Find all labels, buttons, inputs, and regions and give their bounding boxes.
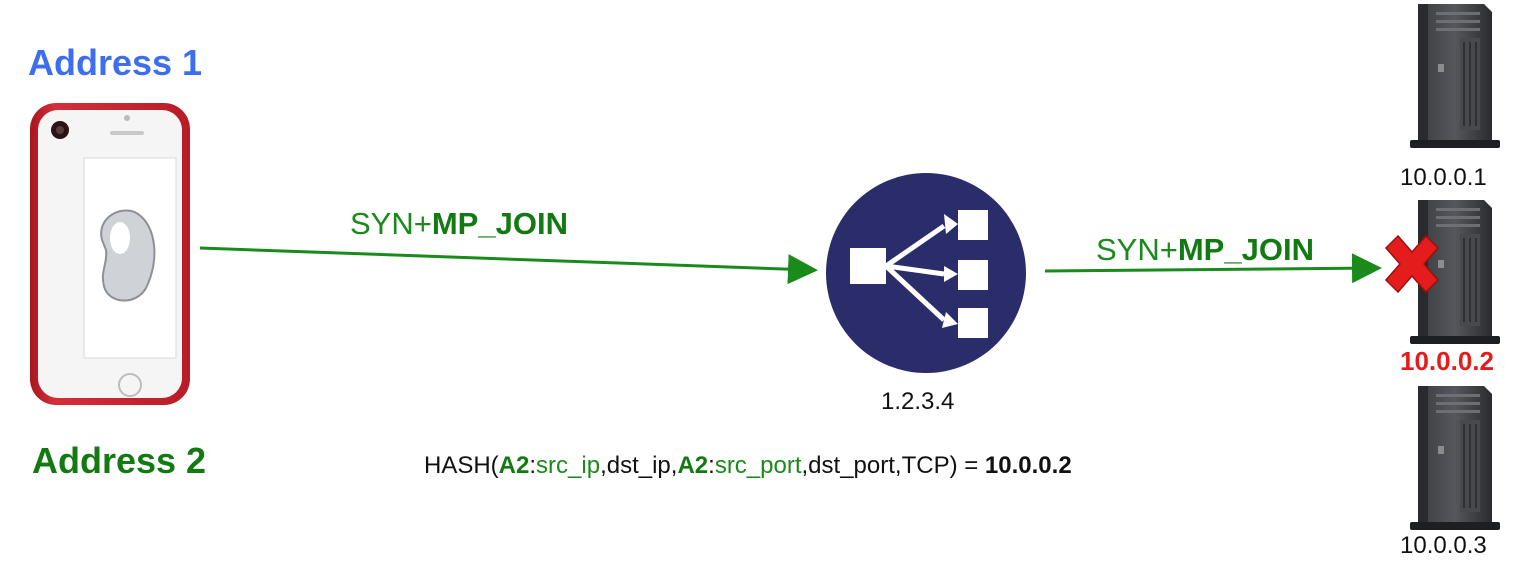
load-balancer-icon xyxy=(826,173,1026,373)
server-tower-icon xyxy=(1409,385,1501,531)
hash-formula: HASH(A2:src_ip,dst_ip,A2:src_port,dst_po… xyxy=(424,452,1072,479)
arrow-client-to-lb xyxy=(199,246,818,285)
load-balancer-ip: 1.2.3.4 xyxy=(881,388,955,415)
server-3-ip: 10.0.0.3 xyxy=(1400,532,1487,559)
message-client-to-lb: SYN+MP_JOIN xyxy=(350,206,568,241)
arrow-lb-to-server xyxy=(1044,253,1382,284)
phone-icon xyxy=(30,103,190,405)
failure-x-icon xyxy=(1384,234,1440,294)
server-1-ip: 10.0.0.1 xyxy=(1400,164,1487,191)
address-1-label: Address 1 xyxy=(28,42,203,83)
address-2-label: Address 2 xyxy=(32,440,207,481)
server-tower-icon xyxy=(1409,3,1501,149)
message-lb-to-server: SYN+MP_JOIN xyxy=(1096,232,1314,267)
server-2-ip: 10.0.0.2 xyxy=(1400,346,1494,376)
